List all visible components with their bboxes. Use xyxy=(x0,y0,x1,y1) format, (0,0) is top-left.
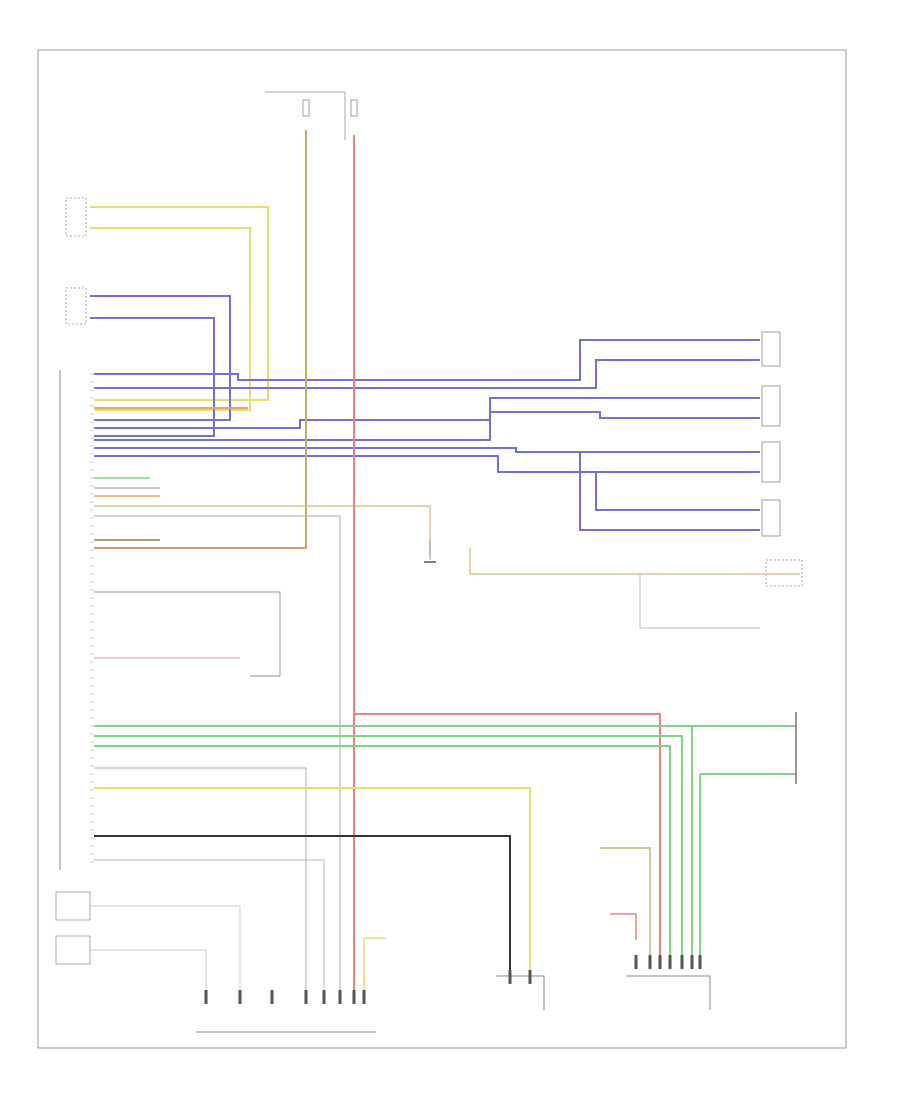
left-c-pillar-connector-bracket xyxy=(496,975,545,1010)
tv-antenna-1-box xyxy=(55,891,91,921)
wire-green-tv-2 xyxy=(94,735,683,955)
wire-black xyxy=(94,835,511,970)
wire-yellow-lr-1 xyxy=(90,206,269,401)
connector-terminal xyxy=(698,955,702,969)
wire-gray-phone xyxy=(639,574,760,629)
wire-tv-ant-2 xyxy=(90,949,207,990)
wire-red-small xyxy=(610,913,637,940)
connector-terminal xyxy=(362,990,366,1004)
left-rear-door-speaker-block xyxy=(761,385,781,427)
tv-tuner-block xyxy=(626,975,711,1010)
wire-yellow-cp xyxy=(94,787,531,970)
connector-terminal xyxy=(634,955,638,969)
wire-red-main xyxy=(353,135,661,955)
left-front-door-speaker-box xyxy=(761,331,781,367)
wire-yellow-g2 xyxy=(363,937,386,990)
wire-gray-amp-1 xyxy=(94,767,307,990)
connector-terminal xyxy=(304,990,308,1004)
wire-tv-ant-1 xyxy=(90,905,241,990)
top-feed-block xyxy=(265,91,358,140)
wire-ground-g3 xyxy=(600,847,651,955)
wire-tan-top xyxy=(94,130,307,549)
tv-antenna-2-block xyxy=(55,935,91,965)
wire-blue-rf-2 xyxy=(579,452,760,531)
right-front-door-speaker-box xyxy=(761,499,781,537)
wire-gray-amp-2 xyxy=(94,859,325,990)
connector-terminal xyxy=(658,955,662,969)
right-rear-door-speaker-block xyxy=(761,441,781,483)
wire-blue-rr-door-2 xyxy=(94,455,760,473)
connector-terminal xyxy=(680,955,684,969)
connector-terminal xyxy=(352,990,356,1004)
left-front-door-speaker-block xyxy=(761,331,781,367)
right-rear-door-speaker-box xyxy=(761,441,781,483)
module-pin-ticks xyxy=(90,373,94,863)
connector-terminals xyxy=(204,955,702,1004)
right-rear-sensor-box xyxy=(65,287,87,325)
wire-green-tv-3 xyxy=(94,745,671,955)
wire-blue-lr-door-1 xyxy=(94,397,760,429)
connector-terminal xyxy=(238,990,242,1004)
wire-tan-long xyxy=(94,505,431,556)
telephone-connector-block xyxy=(765,559,803,587)
fuse-right-symbol xyxy=(350,99,358,117)
wire-blue-lf-1 xyxy=(94,339,760,381)
left-rear-sensor-block xyxy=(65,197,87,237)
tv-antenna-1-block xyxy=(55,891,91,921)
wire-tan-phone xyxy=(469,548,800,575)
wire-blue-rr-2 xyxy=(90,317,215,437)
connector-terminal xyxy=(270,990,274,1004)
telephone-connector-box xyxy=(765,559,803,587)
diagram-frame xyxy=(37,49,847,1049)
connector-terminal xyxy=(204,990,208,1004)
left-rear-door-speaker-box xyxy=(761,385,781,427)
connector-terminal xyxy=(338,990,342,1004)
left-c-pillar-connector-block xyxy=(496,975,545,1010)
fuse-left-symbol xyxy=(302,99,310,117)
connector-terminal xyxy=(690,955,694,969)
wires xyxy=(90,130,800,990)
wire-yellow-lr-2 xyxy=(90,227,251,411)
connector-terminal xyxy=(528,970,532,984)
wire-gray-diag-1 xyxy=(94,591,281,676)
wire-blue-rr-1 xyxy=(90,295,231,421)
wire-blue-rf-1 xyxy=(595,472,760,511)
right-rear-sensor-block xyxy=(65,287,87,325)
main-module-block xyxy=(59,370,94,870)
right-front-door-speaker-block xyxy=(761,499,781,537)
wire-blue-lf-2 xyxy=(94,359,760,389)
wire-blue-lr-door-2 xyxy=(94,411,760,441)
connector-terminal xyxy=(508,970,512,984)
ground-g1-block xyxy=(424,540,436,563)
wire-gray-mid xyxy=(94,515,341,990)
connector-terminal xyxy=(648,955,652,969)
left-rear-sensor-box xyxy=(65,197,87,237)
wire-blue-rr-door-1 xyxy=(94,447,760,453)
tv-antenna-2-box xyxy=(55,935,91,965)
connector-terminal xyxy=(668,955,672,969)
connector-terminal xyxy=(322,990,326,1004)
tv-tuner-bracket xyxy=(626,975,711,1010)
